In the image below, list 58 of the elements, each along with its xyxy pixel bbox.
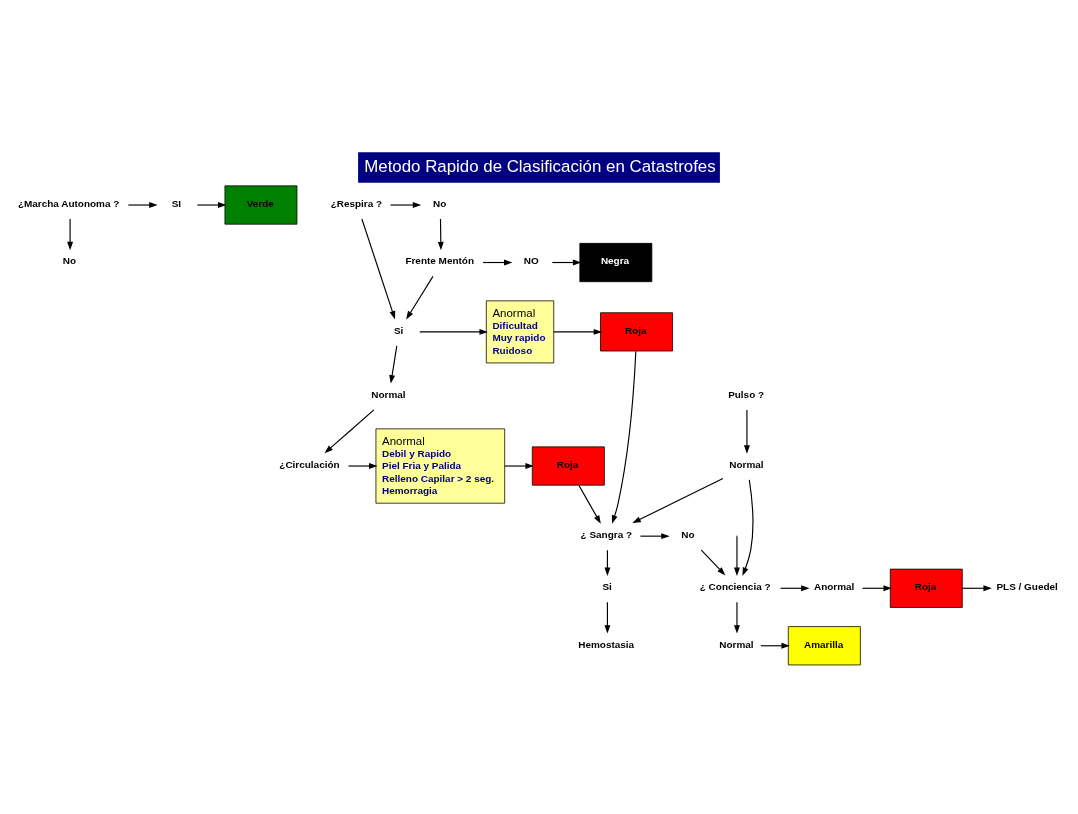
arrow <box>419 328 488 335</box>
arrow <box>389 202 422 208</box>
node-text: ¿ Sangra ? <box>580 529 633 540</box>
node-text: Hemostasia <box>578 638 635 650</box>
arrow <box>127 202 158 208</box>
node-box: Roja <box>531 446 605 486</box>
arrow <box>406 275 434 320</box>
arrow <box>196 202 227 208</box>
arrow <box>961 585 992 592</box>
node-text: Normal <box>719 638 754 650</box>
node-text: No <box>433 197 447 209</box>
arrow <box>553 328 603 335</box>
arrow <box>324 409 375 454</box>
arrow <box>361 218 396 320</box>
arrow <box>734 536 740 577</box>
node-text: Frente Mentón <box>405 255 475 267</box>
node-text: Normal <box>729 458 764 470</box>
diagram-title: Metodo Rapido de Clasificación en Catastrofes <box>364 156 716 176</box>
node-box: Roja <box>600 312 673 352</box>
node-text: Anormal <box>813 581 855 593</box>
arrow <box>743 409 750 454</box>
node-text: No <box>681 529 695 540</box>
node-text: Normal <box>371 388 406 400</box>
arrow <box>482 259 513 266</box>
arrow <box>611 350 637 524</box>
arrow <box>639 533 670 540</box>
node-box: Verde <box>224 185 298 225</box>
node-text: Pulso ? <box>728 388 765 400</box>
arrow <box>760 642 790 649</box>
node-text: PLS / Guedel <box>996 581 1058 593</box>
arrow <box>504 463 534 469</box>
node-text: Si <box>393 324 404 336</box>
node-box: Anormal Debil y Rapido Piel Fria y Palida Relleno Capilar > 2 seg. Hemorragia <box>375 428 506 504</box>
arrow <box>700 549 726 576</box>
node-text: Si <box>602 581 612 593</box>
arrow <box>347 463 378 469</box>
arrow <box>551 259 582 266</box>
arrow <box>861 585 892 592</box>
node-box: Anormal Dificultad Muy rapido Ruidoso <box>485 300 555 364</box>
node-text: NO <box>523 255 539 267</box>
node-box: Roja <box>889 568 963 608</box>
arrow <box>578 484 601 524</box>
arrow <box>604 601 611 634</box>
node-text: No <box>62 255 77 267</box>
node-text: ¿Marcha Autonoma ? <box>17 197 120 209</box>
arrow <box>780 585 810 592</box>
node-text: ¿Respira ? <box>330 197 383 209</box>
arrow <box>742 479 754 576</box>
node-text: ¿ Conciencia ? <box>699 581 771 593</box>
arrow <box>437 218 444 251</box>
arrow <box>632 478 724 524</box>
arrow <box>389 345 398 384</box>
node-box: Amarilla <box>787 626 861 666</box>
arrow <box>67 218 74 251</box>
node-text: SI <box>171 197 182 209</box>
node-text: ¿Circulación <box>279 458 340 470</box>
node-box: Negra <box>579 242 653 283</box>
arrow <box>734 601 740 634</box>
